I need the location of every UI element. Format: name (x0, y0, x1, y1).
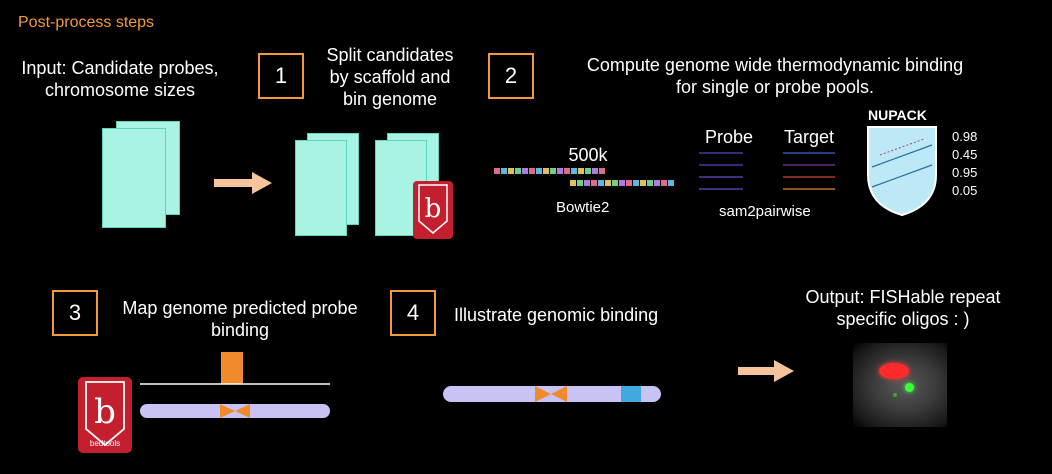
base-tile (501, 168, 507, 174)
step-1-line-3: bin genome (342, 89, 438, 109)
page-title: Post-process steps (18, 14, 155, 31)
step-1-line-1: Split candidates (326, 45, 454, 65)
step-2-line-2: for single or probe pools. (675, 77, 875, 97)
pairwise-lines-icon (699, 152, 835, 190)
base-tile (577, 180, 583, 186)
step-2-line-1: Compute genome wide thermodynamic bindin… (586, 55, 964, 75)
green-signal (905, 383, 914, 392)
output-line-2: specific oligos : ) (836, 309, 970, 329)
bedtools-word: bedtools (89, 439, 121, 448)
nupack-values: 0.98 0.45 0.95 0.05 (952, 128, 977, 200)
base-tile (550, 168, 556, 174)
nupack-value: 0.05 (952, 183, 978, 198)
base-tile (564, 168, 570, 174)
sequence-alignment-icon (494, 168, 674, 186)
base-tile (570, 180, 576, 186)
bedtools-shield-icon: b (85, 381, 125, 447)
base-tile (585, 168, 591, 174)
base-tile (640, 180, 646, 186)
base-tile (647, 180, 653, 186)
nupack-value: 0.95 (952, 165, 978, 180)
base-tile (571, 168, 577, 174)
base-tile (633, 180, 639, 186)
output-line-1: Output: FISHable repeat (805, 287, 1001, 307)
base-tile (522, 168, 528, 174)
bedtools-letter: b (425, 194, 442, 224)
nupack-value: 0.45 (952, 147, 978, 162)
alignment-tool: Bowtie2 (556, 199, 610, 216)
nupack-shield-icon (867, 126, 937, 217)
base-tile (584, 180, 590, 186)
base-tile (591, 180, 597, 186)
base-tile (668, 180, 674, 186)
step-1-line-2: by scaffold and (329, 67, 451, 87)
arrow-right-icon (214, 172, 272, 194)
step-3-line-2: binding (210, 320, 270, 340)
step-2-number: 2 (488, 53, 534, 99)
base-tile (536, 168, 542, 174)
probe-binding-map-icon (140, 352, 330, 418)
input-line-1: Input: Candidate probes, (21, 58, 219, 78)
fish-microscopy-image (853, 343, 947, 427)
step-3-line-1: Map genome predicted probe (122, 298, 358, 318)
base-tile (557, 168, 563, 174)
green-signal-small (893, 393, 897, 397)
bedtools-letter: b (94, 392, 116, 432)
base-tile (619, 180, 625, 186)
base-tile (529, 168, 535, 174)
output-label: Output: FISHable repeat specific oligos … (768, 286, 1038, 330)
input-label: Input: Candidate probes, chromosome size… (0, 57, 240, 101)
red-signal (879, 363, 909, 379)
step-4-number: 4 (390, 290, 436, 336)
base-tile (494, 168, 500, 174)
step-4-label: Illustrate genomic binding (454, 305, 659, 325)
step-3-label: Map genome predicted probe binding (105, 297, 375, 341)
input-line-2: chromosome sizes (44, 80, 196, 100)
base-tile (661, 180, 667, 186)
base-tile (626, 180, 632, 186)
nupack-value: 0.98 (952, 129, 978, 144)
base-tile (612, 180, 618, 186)
base-tile (654, 180, 660, 186)
base-tile (592, 168, 598, 174)
base-tile (543, 168, 549, 174)
alignment-count: 500k (568, 145, 608, 165)
bedtools-logo: b (413, 181, 453, 239)
pairwise-tool: sam2pairwise (719, 203, 811, 220)
base-tile (598, 180, 604, 186)
base-tile (578, 168, 584, 174)
bedtools-shield-icon: b (418, 184, 448, 234)
base-tile (605, 180, 611, 186)
chromosome-illustration-icon (443, 386, 661, 402)
step-1-label: Split candidates by scaffold and bin gen… (305, 44, 475, 110)
step-3-number: 3 (52, 290, 98, 336)
base-tile (508, 168, 514, 174)
bedtools-logo-large: b bedtools (78, 377, 132, 453)
nupack-label: NUPACK (868, 107, 927, 123)
probe-column-label: Probe (704, 127, 754, 147)
step-1-number: 1 (258, 53, 304, 99)
step-2-label: Compute genome wide thermodynamic bindin… (540, 54, 1010, 98)
base-tile (599, 168, 605, 174)
arrow-right-icon (738, 360, 794, 382)
base-tile (515, 168, 521, 174)
target-column-label: Target (783, 127, 835, 147)
